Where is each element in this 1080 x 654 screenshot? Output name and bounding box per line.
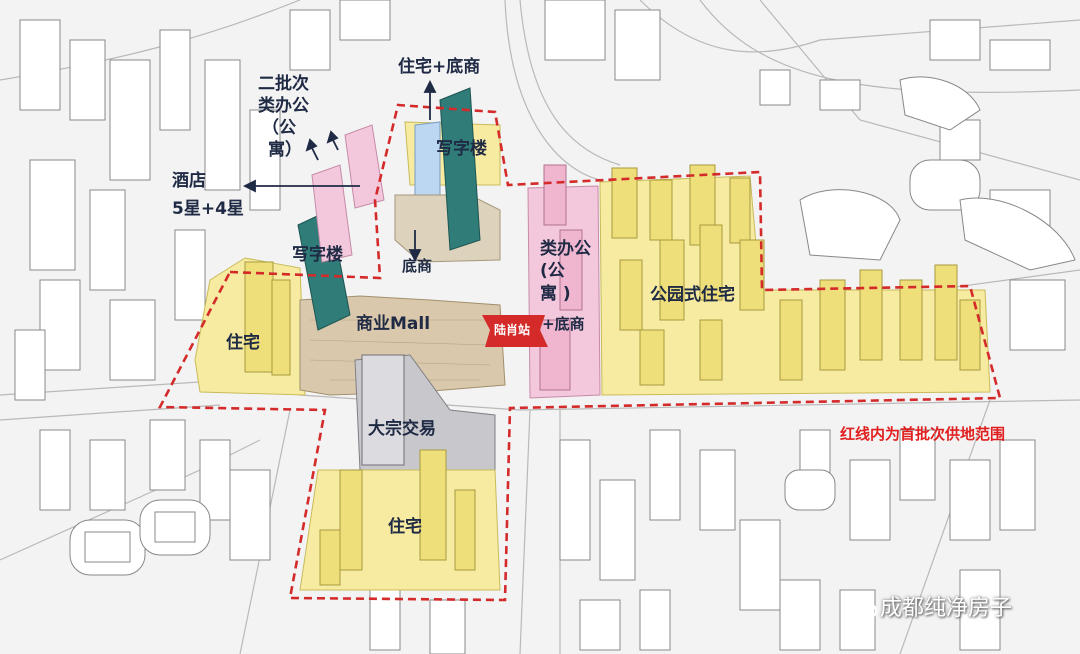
context-buildings	[14, 0, 1066, 654]
label-residential-top: 住宅+底商	[398, 57, 481, 77]
office-apartment-towers	[539, 164, 583, 391]
second-batch-tower-1	[311, 164, 353, 263]
mall-zone	[299, 295, 506, 396]
station-flag	[482, 315, 548, 347]
legend-note: 红线内为首批次供地范围	[840, 425, 1006, 443]
label-office-top: 写字楼	[436, 139, 487, 159]
label-hotel-1: 酒店	[172, 171, 206, 191]
second-batch-tower-2	[344, 124, 385, 209]
wechat-icon	[841, 593, 877, 620]
residential-left-towers	[244, 261, 291, 376]
label-office-apt-1: 类办公	[540, 239, 591, 259]
label-park-residential: 公园式住宅	[650, 285, 735, 305]
label-office-apt-4: +底商	[542, 315, 585, 333]
label-mall: 商业Mall	[356, 314, 431, 334]
first-batch-boundary	[157, 103, 1002, 602]
residential-bottom-towers	[319, 449, 476, 586]
label-bulk-trade: 大宗交易	[368, 419, 436, 439]
label-second-batch-2: 类办公	[258, 96, 309, 116]
label-residential-left: 住宅	[226, 333, 260, 353]
bulk-trade-tower	[361, 354, 405, 466]
park-residential-towers	[611, 164, 981, 386]
label-shops: 底商	[402, 257, 433, 275]
label-second-batch-3: （公	[262, 118, 296, 138]
label-second-batch-1: 二批次	[258, 74, 309, 94]
label-office-apt-2: (公	[540, 261, 565, 281]
label-office-apt-3: 寓 )	[540, 284, 571, 304]
label-second-batch-4: 寓）	[268, 140, 302, 160]
sports-fields	[69, 76, 1076, 576]
label-hotel-2: 5星+4星	[172, 199, 244, 219]
watermark: 成都纯净房子	[880, 596, 1013, 621]
annotation-arrows	[242, 79, 437, 263]
label-station: 陆肖站	[494, 323, 531, 337]
label-residential-bottom: 住宅	[388, 517, 422, 537]
label-office-left: 写字楼	[292, 245, 343, 265]
office-tower-top	[439, 87, 481, 251]
